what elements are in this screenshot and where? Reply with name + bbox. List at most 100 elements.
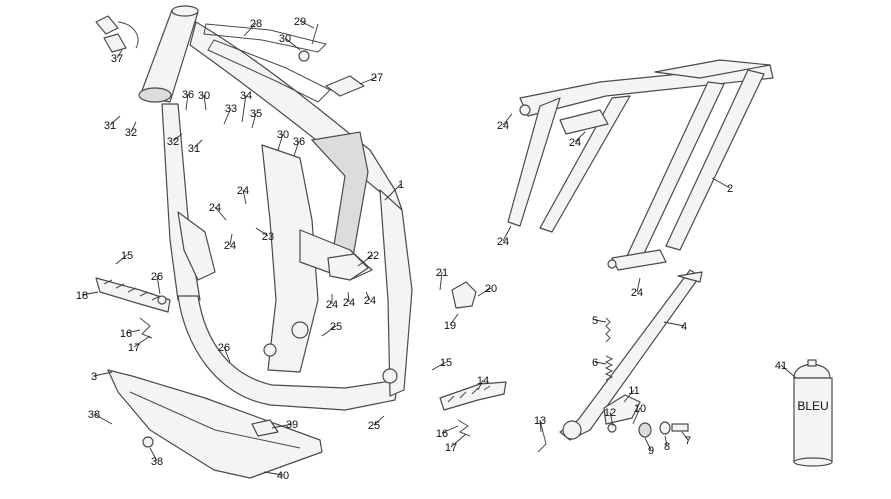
leader-line-c34 [241, 94, 247, 123]
callout-c24e: 24 [343, 297, 355, 309]
callout-c40: 40 [277, 470, 289, 482]
callout-c27: 27 [371, 72, 383, 84]
callout-c28: 28 [250, 18, 262, 30]
callout-c25a: 25 [330, 321, 342, 333]
bolt-29 [298, 23, 319, 62]
callout-c24c: 24 [224, 240, 236, 252]
leader-line-c18 [81, 291, 99, 296]
leader-line-c1 [384, 183, 402, 201]
callout-c15a: 15 [121, 250, 133, 262]
leader-line-c17b [450, 433, 467, 448]
callout-c31b: 31 [188, 143, 200, 155]
paint-can: BLEU [793, 359, 833, 467]
leader-line-c26b [223, 346, 231, 363]
leader-line-c24b [214, 206, 227, 221]
callout-c17a: 17 [128, 342, 140, 354]
side-stand [559, 269, 703, 441]
leader-line-c17a [133, 335, 151, 348]
callout-c24i: 24 [497, 236, 509, 248]
callout-c8: 8 [664, 441, 670, 453]
leader-line-c36a [185, 93, 189, 111]
leader-line-c29 [299, 20, 315, 29]
leader-line-c14 [477, 379, 484, 391]
leader-line-c2 [711, 177, 731, 189]
leader-line-c33 [223, 107, 232, 125]
leader-line-c24j [636, 277, 641, 293]
leader-line-c24c [229, 233, 233, 246]
callout-c1: 1 [398, 179, 404, 191]
callout-c18: 18 [76, 290, 88, 302]
callout-c20: 20 [485, 283, 497, 295]
leader-line-c28 [243, 22, 257, 37]
main-frame [138, 5, 413, 411]
leader-line-c19 [449, 313, 459, 326]
leader-line-c35 [251, 112, 257, 129]
callout-c25b: 25 [368, 420, 380, 432]
leader-line-c16b [441, 425, 459, 434]
callout-c38b: 38 [151, 456, 163, 468]
callout-c22: 22 [367, 250, 379, 262]
stand-spring-6 [604, 355, 614, 381]
leader-line-c16a [125, 329, 141, 334]
callout-c38a: 38 [88, 409, 100, 421]
callout-c5: 5 [592, 315, 598, 327]
wire-guide-28 [203, 23, 331, 103]
callout-c19: 19 [444, 320, 456, 332]
leader-line-c32b [172, 133, 183, 142]
leader-line-c6 [594, 361, 607, 365]
leader-line-c31a [109, 115, 121, 126]
callout-c16a: 16 [120, 328, 132, 340]
leader-line-c36b [293, 140, 300, 157]
callout-c24g: 24 [497, 120, 509, 132]
leader-line-c25b [373, 415, 385, 426]
callout-c35: 35 [250, 108, 262, 120]
callout-c29: 29 [294, 16, 306, 28]
leader-line-c32a [130, 121, 137, 133]
leader-line-c15b [431, 361, 447, 371]
callout-c32a: 32 [125, 127, 137, 139]
callout-c10: 10 [634, 403, 646, 415]
leader-line-c30c [277, 133, 284, 151]
skid-plate [107, 369, 323, 479]
callout-c31a: 31 [104, 120, 116, 132]
left-footpeg [95, 277, 171, 339]
leader-line-c15a [115, 254, 128, 265]
callout-c39: 39 [286, 419, 298, 431]
paint-can-label: BLEU [797, 399, 828, 413]
leader-line-c21 [439, 271, 443, 291]
callout-c14: 14 [477, 375, 489, 387]
callout-c32b: 32 [167, 136, 179, 148]
bracket-27 [325, 75, 365, 97]
callout-c4: 4 [681, 321, 687, 333]
leader-line-c31b [193, 139, 203, 149]
leader-line-c7 [681, 431, 689, 441]
callout-c9: 9 [648, 445, 654, 457]
leader-line-c24a [242, 189, 247, 205]
leader-line-c20 [477, 287, 492, 297]
callout-c2: 2 [727, 183, 733, 195]
leader-line-c30a [284, 37, 301, 51]
leader-line-c3 [93, 371, 113, 377]
leader-line-c25a [321, 325, 337, 337]
callout-c36b: 36 [293, 136, 305, 148]
callout-c17b: 17 [445, 442, 457, 454]
mount-bracket-19 [451, 281, 477, 309]
callout-c24f: 24 [364, 295, 376, 307]
cable-37 [95, 15, 139, 53]
callout-c12: 12 [604, 407, 616, 419]
leader-line-c12 [609, 411, 614, 427]
leader-line-c24g [502, 113, 513, 126]
callout-c6: 6 [592, 357, 598, 369]
leader-line-c22 [357, 254, 374, 267]
leader-line-c24e [347, 291, 350, 303]
leader-line-c38b [149, 447, 158, 462]
callout-c37: 37 [111, 53, 123, 65]
mount-bracket-22 [327, 253, 369, 281]
callout-c30c: 30 [277, 129, 289, 141]
callout-c11: 11 [628, 385, 639, 397]
callout-c3: 3 [91, 371, 97, 383]
callout-c24a: 24 [237, 185, 249, 197]
leader-line-c24h [574, 131, 586, 143]
